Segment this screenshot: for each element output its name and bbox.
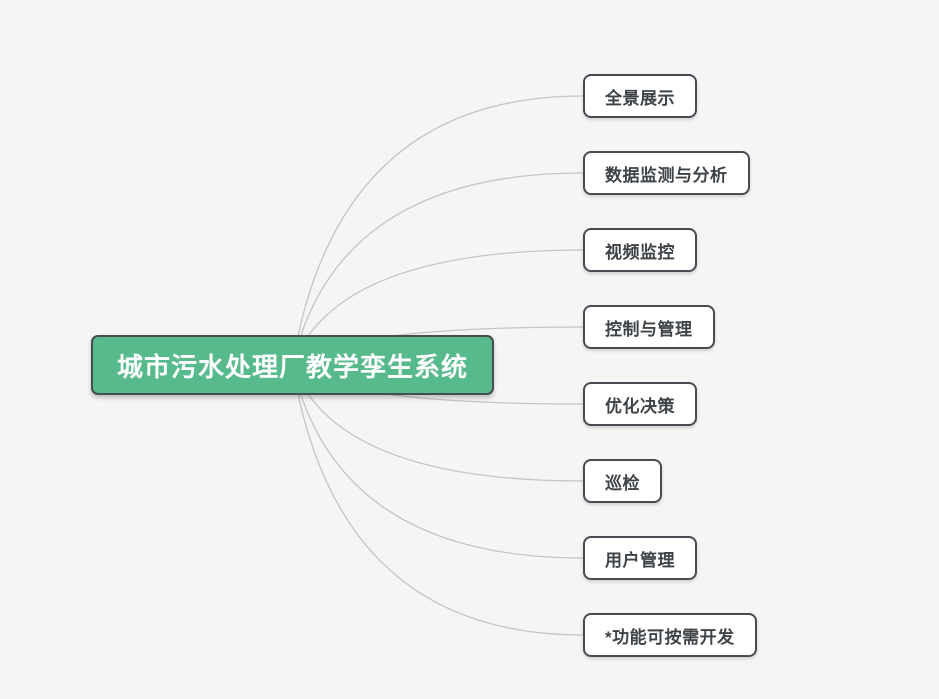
branch-node[interactable]: 巡检	[583, 459, 662, 503]
branch-node-label: 全景展示	[605, 88, 675, 108]
branch-node[interactable]: 控制与管理	[583, 305, 715, 349]
root-node-label: 城市污水处理厂教学孪生系统	[116, 351, 468, 382]
branch-node-label: 巡检	[605, 473, 640, 493]
branch-node-label: 视频监控	[605, 242, 675, 262]
root-node[interactable]: 城市污水处理厂教学孪生系统	[91, 335, 494, 395]
branch-node-label: 用户管理	[605, 550, 675, 570]
branch-node-label: 优化决策	[605, 396, 675, 416]
branch-node[interactable]: 全景展示	[583, 74, 697, 118]
connector-line	[291, 95, 584, 366]
branch-node[interactable]: 视频监控	[583, 228, 697, 272]
branch-node[interactable]: 数据监测与分析	[583, 151, 750, 195]
branch-node-label: 控制与管理	[605, 319, 693, 339]
branch-node[interactable]: *功能可按需开发	[583, 613, 757, 657]
branch-node[interactable]: 用户管理	[583, 536, 697, 580]
connector-line	[291, 364, 584, 559]
branch-node-label: *功能可按需开发	[605, 627, 735, 647]
connector-line	[291, 172, 584, 366]
branch-node-label: 数据监测与分析	[605, 165, 728, 185]
branch-node[interactable]: 优化决策	[583, 382, 697, 426]
connector-line	[291, 364, 584, 636]
